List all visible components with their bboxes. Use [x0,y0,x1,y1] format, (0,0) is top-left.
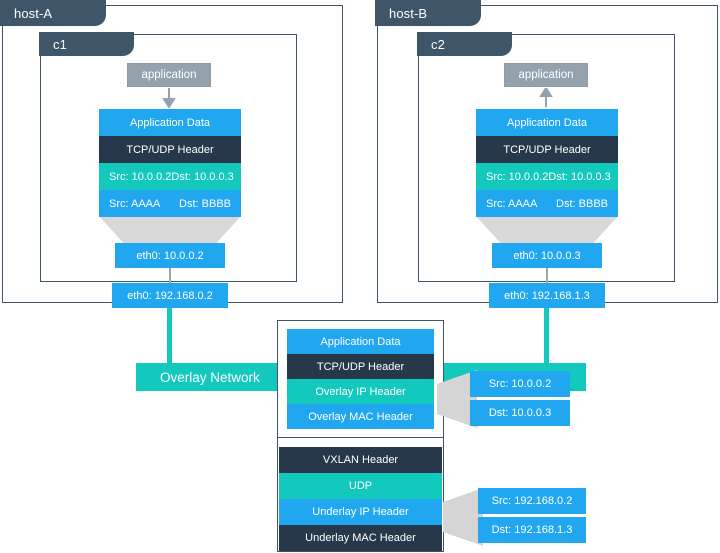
packet-row-a-2: Src: 10.0.0.2 Dst: 10.0.0.3 [99,163,241,190]
stack-inner-row-2: Overlay IP Header [287,379,434,404]
host-a-tab: host-A [0,0,106,26]
stack-inner-row-2-label: Overlay IP Header [315,385,406,398]
stack-inner-row-3: Overlay MAC Header [287,404,434,429]
application-node-a-label: application [141,69,197,81]
eth0-host-a-label: eth0: 192.168.0.2 [127,289,213,302]
overlay-network-bar-left [136,363,281,391]
packet-row-a-0: Application Data [99,109,241,136]
application-node-b: application [504,63,588,87]
eth0-host-b-label: eth0: 192.168.1.3 [504,289,590,302]
stack-outer-row-2-label: Underlay IP Header [312,506,409,518]
stack-outer-row-1: UDP [279,473,442,499]
stack-inner-row-1: TCP/UDP Header [287,354,434,379]
eth0-container-a-label: eth0: 10.0.0.2 [136,249,204,262]
packet-row-b-0-label: Application Data [506,116,588,129]
stack-inner-row-0-label: Application Data [320,335,401,348]
stack-outer-row-0-label: VXLAN Header [322,454,399,466]
container-c1-tab: c1 [39,32,134,56]
stack-inner-row-0: Application Data [287,329,434,354]
container-c2-tab: c2 [417,32,512,56]
packet-row-a-3-dst: Dst: BBBB [179,197,231,210]
connector-c1-to-host-a [169,268,171,284]
arrow-up-icon-b [539,88,553,107]
stack-inner-row-3-label: Overlay MAC Header [308,410,413,423]
overlay-link-host-a [167,308,172,366]
callout-underlay-src: Src: 192.168.0.2 [478,488,586,514]
application-node-b-label: application [518,69,574,81]
arrow-down-icon-a [162,88,176,108]
packet-row-b-3-dst: Dst: BBBB [556,197,608,210]
packet-row-a-1: TCP/UDP Header [99,136,241,163]
container-c1-tab-label: c1 [53,36,67,52]
stack-outer-row-3-label: Underlay MAC Header [305,532,416,544]
overlay-link-host-b [544,308,549,366]
eth0-container-b-label: eth0: 10.0.0.3 [513,249,581,262]
decapsulation-funnel-b [476,216,618,248]
host-b-tab-label: host-B [389,5,428,21]
packet-row-b-3: Src: AAAA Dst: BBBB [476,190,618,217]
callout-underlay-dst: Dst: 192.168.1.3 [478,517,586,543]
callout-pointer-overlay-icon [437,370,477,428]
application-node-a: application [127,63,211,87]
stack-inner-row-1-label: TCP/UDP Header [316,360,405,373]
stack-outer-row-0: VXLAN Header [279,447,442,473]
host-b-tab: host-B [375,0,481,26]
connector-c2-to-host-b [546,268,548,284]
callout-overlay-src: Src: 10.0.0.2 [470,371,570,397]
callout-pointer-underlay-icon [443,488,483,546]
stack-outer-row-1-label: UDP [348,480,373,492]
encapsulation-funnel-a [99,216,241,248]
eth0-host-b: eth0: 192.168.1.3 [489,283,605,308]
packet-row-b-0: Application Data [476,109,618,136]
callout-underlay-dst-label: Dst: 192.168.1.3 [491,524,573,536]
overlay-network-label: Overlay Network [136,363,281,391]
packet-row-a-1-label: TCP/UDP Header [126,143,214,156]
packet-row-b-1: TCP/UDP Header [476,136,618,163]
overlay-network-label-text: Overlay Network [160,369,260,385]
packet-row-a-0-label: Application Data [129,116,211,129]
packet-row-b-1-label: TCP/UDP Header [503,143,591,156]
callout-underlay-src-label: Src: 192.168.0.2 [491,495,573,507]
host-a-tab-label: host-A [14,5,53,21]
packet-row-a-2-src: Src: 10.0.0.2 [109,170,172,183]
packet-row-a-3: Src: AAAA Dst: BBBB [99,190,241,217]
stack-outer-row-2: Underlay IP Header [279,499,442,525]
packet-row-b-2-src: Src: 10.0.0.2 [486,170,549,183]
packet-row-b-3-src: Src: AAAA [486,197,538,210]
packet-row-b-2: Src: 10.0.0.2 Dst: 10.0.0.3 [476,163,618,190]
container-c2-tab-label: c2 [431,36,445,52]
eth0-container-b: eth0: 10.0.0.3 [492,243,602,268]
stack-outer-row-3: Underlay MAC Header [279,525,442,551]
eth0-container-a: eth0: 10.0.0.2 [115,243,225,268]
callout-overlay-src-label: Src: 10.0.0.2 [488,378,552,390]
packet-row-a-3-src: Src: AAAA [109,197,161,210]
callout-overlay-dst-label: Dst: 10.0.0.3 [488,407,552,419]
packet-row-b-2-dst: Dst: 10.0.0.3 [548,170,611,183]
eth0-host-a: eth0: 192.168.0.2 [112,283,228,308]
callout-overlay-dst: Dst: 10.0.0.3 [470,400,570,426]
packet-row-a-2-dst: Dst: 10.0.0.3 [171,170,234,183]
